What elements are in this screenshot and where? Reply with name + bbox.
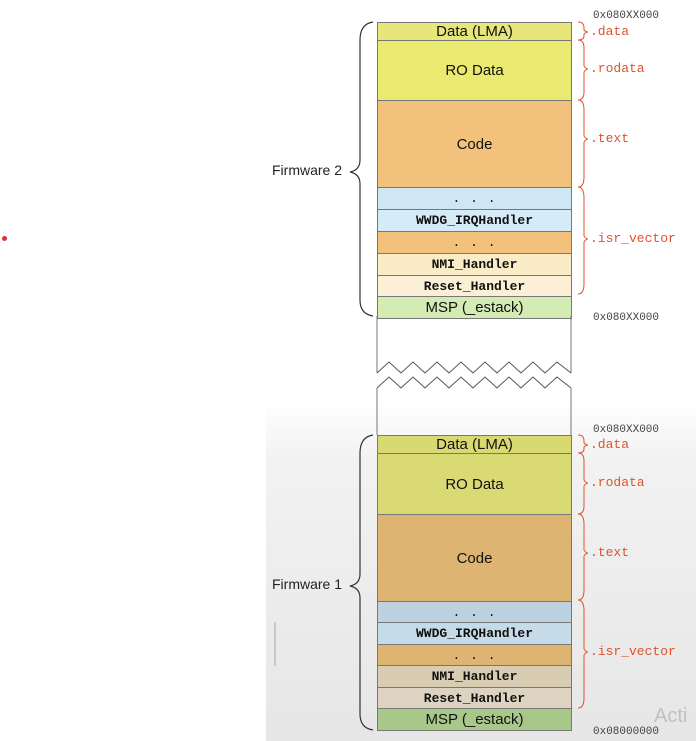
- firmware-2-brace: [349, 21, 374, 317]
- segment-nmi-handler: NMI_Handler: [378, 254, 571, 276]
- firmware-2-top-address: 0x080XX000: [593, 10, 660, 22]
- firmware-2-rodata-section: .rodata: [590, 61, 645, 76]
- segment-ellipsis: . . .: [378, 645, 571, 666]
- segment-ellipsis: . . .: [378, 602, 571, 623]
- break-zigzag-top: [376, 361, 572, 374]
- segment-wwdg-irqhandler: WWDG_IRQHandler: [378, 623, 571, 645]
- activation-watermark: Acti: [654, 705, 688, 727]
- firmware-2-isr-vector-section: .isr_vector: [590, 231, 676, 246]
- firmware-2-memory-stack: Data (LMA) RO Data Code . . . WWDG_IRQHa…: [377, 22, 572, 319]
- segment-msp-estack: MSP (_estack): [378, 297, 571, 319]
- text-cursor-mark: [274, 622, 276, 666]
- segment-data-lma: Data (LMA): [378, 23, 571, 41]
- firmware-2-bottom-address: 0x080XX000: [593, 312, 660, 324]
- firmware-2-data-section: .data: [590, 24, 630, 39]
- segment-msp-estack: MSP (_estack): [378, 709, 571, 731]
- segment-wwdg-irqhandler: WWDG_IRQHandler: [378, 210, 571, 232]
- segment-reset-handler: Reset_Handler: [378, 276, 571, 297]
- firmware-1-data-section: .data: [590, 437, 630, 452]
- firmware-2-label: Firmware 2: [272, 162, 343, 178]
- segment-code: Code: [378, 515, 571, 602]
- segment-nmi-handler: NMI_Handler: [378, 666, 571, 688]
- firmware-1-isr-vector-section: .isr_vector: [590, 644, 676, 659]
- firmware-1-label: Firmware 1: [272, 576, 343, 592]
- segment-ellipsis: . . .: [378, 232, 571, 254]
- firmware-1-top-address: 0x080XX000: [593, 424, 660, 436]
- segment-reset-handler: Reset_Handler: [378, 688, 571, 709]
- firmware-1-memory-stack: Data (LMA) RO Data Code . . . WWDG_IRQHa…: [377, 435, 572, 731]
- segment-code: Code: [378, 101, 571, 188]
- segment-data-lma: Data (LMA): [378, 436, 571, 454]
- segment-ro-data: RO Data: [378, 454, 571, 515]
- isr-vector-section-brace: [577, 186, 589, 295]
- data-section-brace: [577, 21, 589, 41]
- break-zigzag-bottom: [376, 376, 572, 389]
- firmware-1-text-section: .text: [590, 545, 630, 560]
- rodata-section-brace: [577, 39, 589, 101]
- firmware-2-text-section: .text: [590, 131, 630, 146]
- red-dot: [2, 236, 7, 241]
- segment-ellipsis: . . .: [378, 188, 571, 210]
- segment-ro-data: RO Data: [378, 41, 571, 101]
- text-section-brace: [577, 99, 589, 188]
- firmware-1-rodata-section: .rodata: [590, 475, 645, 490]
- firmware-1-bottom-address: 0x08000000: [593, 726, 660, 738]
